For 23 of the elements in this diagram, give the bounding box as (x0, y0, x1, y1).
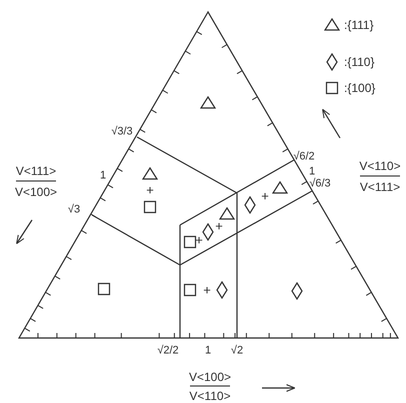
tick-label: √3 (68, 204, 80, 216)
legend-label: :{100} (344, 82, 376, 94)
axis-label: V<100> (14, 186, 58, 198)
tick-label: 1 (308, 166, 316, 178)
tick-label: √6/2 (293, 152, 315, 162)
axis-label: V<100> (188, 371, 232, 383)
axis-label: V<111> (360, 181, 400, 193)
plus-sign: + (146, 184, 154, 196)
legend-label: :{110} (344, 56, 374, 68)
plus-sign: + (261, 190, 269, 202)
plus-sign: + (215, 220, 223, 232)
axis-label: V<110> (189, 390, 231, 402)
tick-label: √3/3 (111, 126, 133, 138)
tick-label: √2/2 (157, 346, 179, 356)
tick-label: 1 (100, 170, 106, 182)
legend-label: :{111} (344, 19, 374, 31)
axis-label: V<110> (359, 160, 401, 172)
tick-label: 1 (204, 346, 212, 356)
plus-sign: + (195, 234, 203, 246)
tick-label: √6/3 (309, 178, 331, 190)
tick-label: √2 (230, 346, 244, 356)
plus-sign: + (203, 284, 211, 296)
axis-label: V<111> (16, 165, 56, 177)
